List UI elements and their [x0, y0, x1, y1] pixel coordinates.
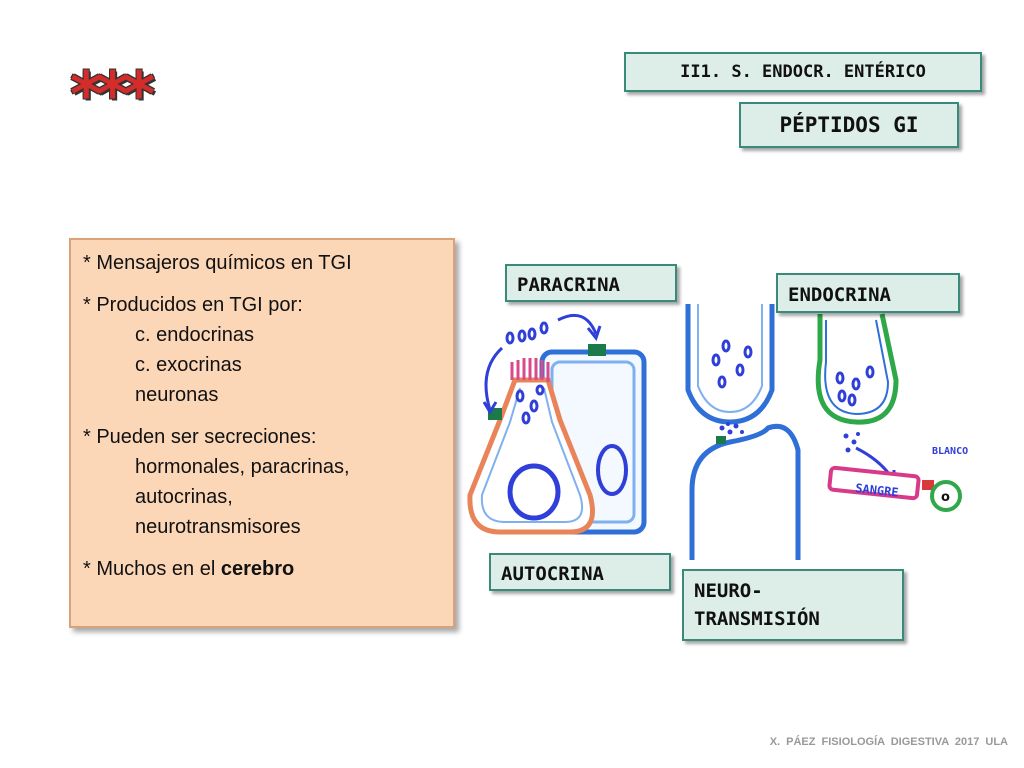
label-endocrina: ENDOCRINA: [776, 273, 960, 313]
label-neuro-line1: NEURO-: [694, 580, 763, 602]
target-cell-label: o: [941, 490, 950, 505]
sangre-label: SANGRE: [855, 481, 900, 499]
producer-endocrine: c. endocrinas: [135, 324, 254, 346]
info-item-producers: * Producidos en TGI por: c. endocrinas c…: [83, 290, 441, 410]
endocrine-target-cell: o BLANCO: [930, 446, 968, 512]
info-item-producers-heading: * Producidos en TGI por:: [83, 294, 303, 316]
stars-decoration: ***: [70, 58, 155, 131]
info-item-brain-bold: cerebro: [220, 558, 295, 580]
info-item-secretions-heading: * Pueden ser secreciones:: [83, 426, 317, 448]
info-box: * Mensajeros químicos en TGI * Producido…: [69, 238, 455, 628]
page-title: PÉPTIDOS GI: [739, 102, 959, 148]
secretion-autocrine: autocrinas,: [135, 486, 233, 508]
blood-vessel: SANGRE: [827, 465, 934, 501]
paracrine-secreting-cell: [467, 313, 602, 535]
secretion-diagram: SANGRE o BLANCO: [467, 304, 968, 560]
producer-exocrine: c. exocrinas: [135, 354, 242, 376]
blanco-label: BLANCO: [932, 446, 968, 457]
info-item-messengers: * Mensajeros químicos en TGI: [83, 252, 352, 274]
endocrine-secreting-cell: [815, 313, 899, 486]
label-neuro-line2: TRANSMISIÓN: [694, 608, 820, 630]
info-item-brain-prefix: * Muchos en el: [83, 558, 221, 580]
section-tag: II1. S. ENDOCR. ENTÉRICO: [624, 52, 982, 92]
neurotransmission-synapse: [685, 304, 801, 560]
label-autocrina: AUTOCRINA: [489, 553, 671, 591]
info-item-brain: * Muchos en el cerebro: [83, 554, 441, 584]
secretion-hormonal-paracrine: hormonales, paracrinas,: [135, 456, 350, 478]
info-item-secretions: * Pueden ser secreciones: hormonales, pa…: [83, 422, 441, 542]
label-paracrina: PARACRINA: [505, 264, 677, 302]
footer-credit: X. PÁEZ FISIOLOGÍA DIGESTIVA 2017 ULA: [769, 736, 1008, 748]
producer-neurons: neuronas: [135, 384, 219, 406]
secretion-neurotransmitters: neurotransmisores: [135, 516, 301, 538]
label-neurotransmision: NEURO- TRANSMISIÓN: [682, 569, 904, 641]
